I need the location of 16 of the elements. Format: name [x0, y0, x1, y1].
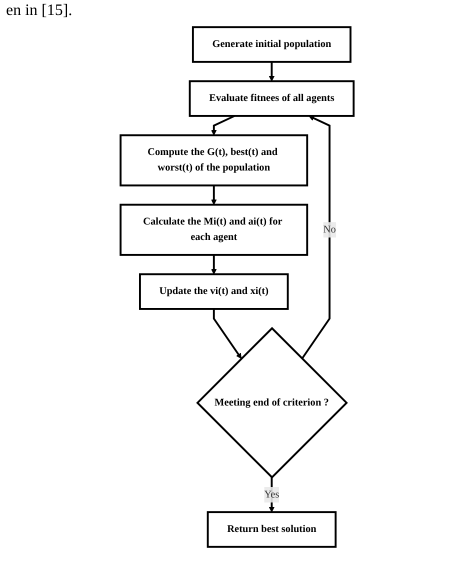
arrow — [268, 62, 274, 82]
node-box: Update the vi(t) and xi(t) — [138, 273, 289, 310]
text-fragment: en in [15]. — [6, 2, 74, 20]
node-box: Generate initial population — [192, 26, 352, 63]
node-box: Calculate the Mi(t) and ai(t) for each agent — [120, 204, 308, 256]
arrow — [210, 115, 235, 136]
arrow — [301, 116, 330, 360]
arrow — [212, 308, 242, 359]
node-box: Return best solution — [206, 511, 336, 548]
edge-label: No — [323, 224, 336, 235]
node-box: Compute the G(t), best(t) and worst(t) of the population — [120, 134, 308, 186]
node-box: Evaluate fitnees of all agents — [188, 80, 354, 117]
arrow — [210, 254, 217, 274]
edge-label: Yes — [264, 488, 280, 500]
node-diamond: Meeting end of criterion ? — [196, 326, 348, 479]
arrow — [210, 185, 217, 205]
